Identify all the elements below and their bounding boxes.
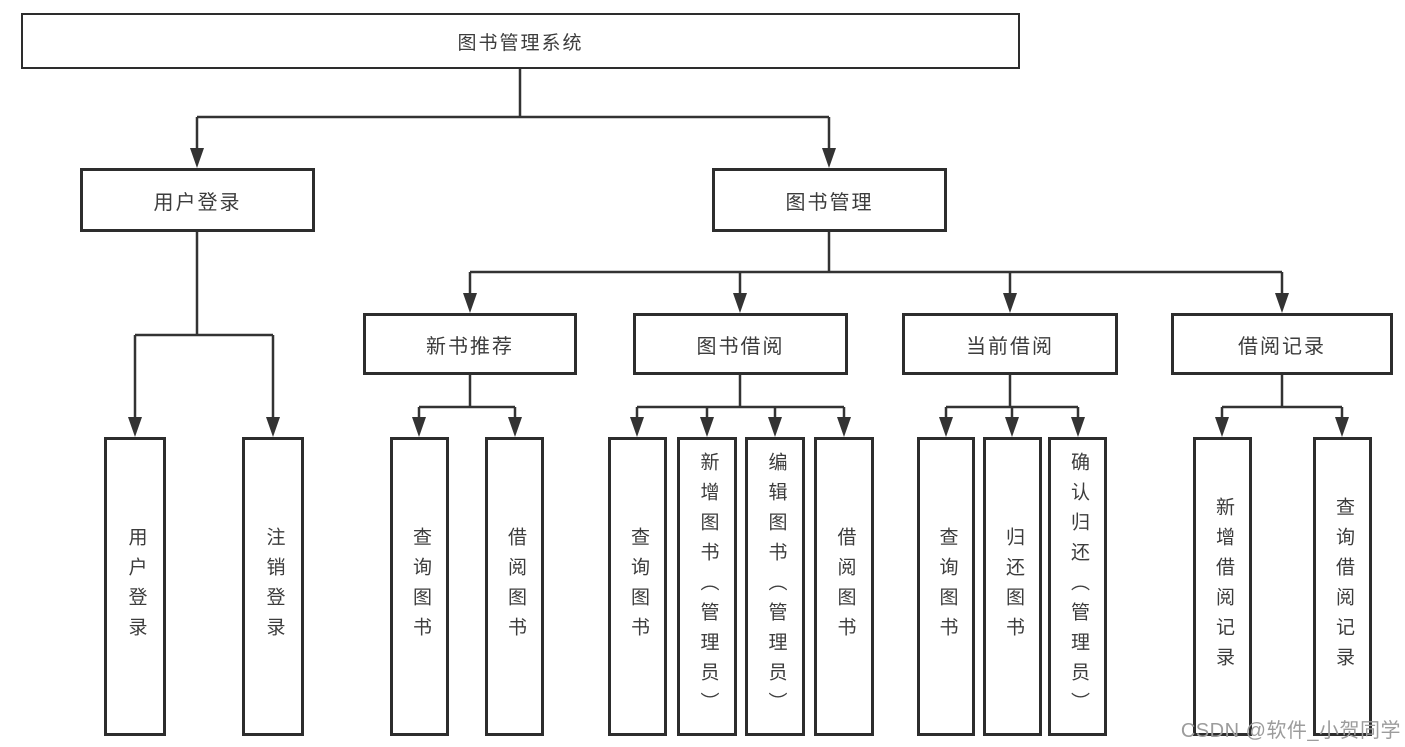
node-new-book-recommend: 新书推荐 [363, 313, 577, 375]
leaf-add-book-admin: 新增图书（管理员） [677, 437, 737, 736]
leaf-label: 注销登录 [263, 526, 285, 647]
leaf-confirm-return-admin: 确认归还（管理员） [1048, 437, 1107, 736]
leaf-query-books-borrow: 查询图书 [608, 437, 667, 736]
leaf-label: 查询图书 [409, 526, 431, 647]
node-book-management: 图书管理 [712, 168, 947, 232]
leaf-query-borrow-record: 查询借阅记录 [1313, 437, 1372, 736]
leaf-label: 查询图书 [627, 526, 649, 647]
leaf-label: 确认归还（管理员） [1067, 451, 1089, 722]
leaf-borrow-books: 借阅图书 [814, 437, 874, 736]
leaf-edit-book-admin: 编辑图书（管理员） [745, 437, 805, 736]
csdn-watermark: CSDN @软件_小贺同学 [1180, 720, 1401, 742]
node-book-borrow: 图书借阅 [633, 313, 848, 375]
leaf-logout: 注销登录 [242, 437, 304, 736]
leaf-label: 借阅图书 [834, 526, 856, 647]
leaf-label: 新增借阅记录 [1212, 496, 1234, 677]
leaf-label: 查询借阅记录 [1332, 496, 1354, 677]
leaf-add-borrow-record: 新增借阅记录 [1193, 437, 1252, 736]
node-library-system: 图书管理系统 [21, 13, 1020, 69]
leaf-label: 查询图书 [936, 526, 958, 647]
leaf-query-books-current: 查询图书 [917, 437, 975, 736]
leaf-query-books-recommend: 查询图书 [390, 437, 449, 736]
node-user-login: 用户登录 [80, 168, 315, 232]
arrow-heads [128, 148, 1349, 437]
leaf-label: 借阅图书 [504, 526, 526, 647]
node-current-borrow: 当前借阅 [902, 313, 1118, 375]
leaf-label: 编辑图书（管理员） [765, 451, 787, 722]
leaf-borrow-books-recommend: 借阅图书 [485, 437, 544, 736]
leaf-return-book: 归还图书 [983, 437, 1042, 736]
leaf-label: 用户登录 [125, 526, 147, 647]
node-borrow-records: 借阅记录 [1171, 313, 1393, 375]
connectors [133, 69, 1344, 419]
leaf-label: 归还图书 [1002, 526, 1024, 647]
leaf-user-login: 用户登录 [104, 437, 166, 736]
leaf-label: 新增图书（管理员） [697, 451, 719, 722]
